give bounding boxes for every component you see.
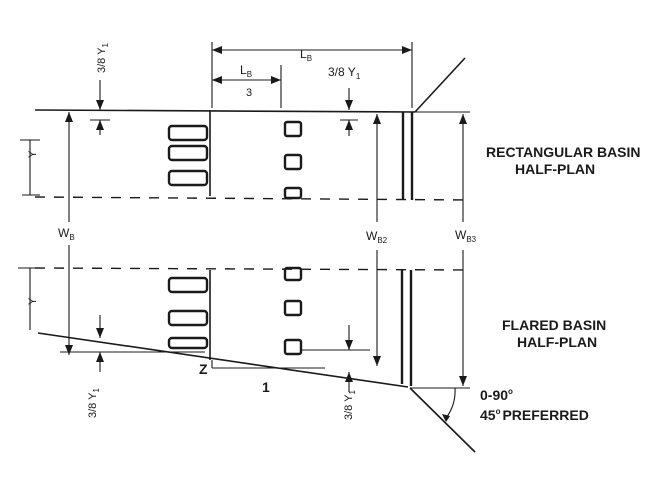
arrow xyxy=(373,356,381,366)
three-eighths-y1-label: 3/8 Y1 xyxy=(328,65,361,81)
rect-top-wall xyxy=(34,109,416,113)
lb-label: LB xyxy=(300,47,312,63)
baffle-block xyxy=(283,186,303,200)
chute-block xyxy=(167,169,209,187)
lb3-label: LB xyxy=(240,63,252,79)
baffle-block xyxy=(283,120,303,138)
arrow xyxy=(96,352,104,362)
arrow xyxy=(345,372,353,382)
arrow xyxy=(212,46,222,54)
baffle-block xyxy=(283,153,303,171)
rect-wingwall xyxy=(414,57,466,113)
baffle-block xyxy=(283,266,303,282)
arrow xyxy=(345,340,353,350)
wb3-label: WB3 xyxy=(455,228,477,244)
one-label: 1 xyxy=(262,379,270,395)
chute-block xyxy=(167,124,209,142)
arrow xyxy=(345,100,353,110)
flared-wall xyxy=(37,332,409,388)
lb3-denominator: 3 xyxy=(246,87,252,99)
flared-wingwall xyxy=(409,387,476,453)
flared-subtitle: HALF-PLAN xyxy=(517,334,597,350)
rectangular-title: RECTANGULAR BASIN xyxy=(486,144,641,160)
flared-title: FLARED BASIN xyxy=(502,317,606,333)
angle-arc xyxy=(445,387,456,419)
chute-block xyxy=(167,144,209,162)
wb-label: WB xyxy=(58,226,75,242)
y-label: Y xyxy=(27,150,39,158)
arrow xyxy=(96,100,104,110)
y-label: Y xyxy=(27,297,39,305)
three-eighths-y1-label: 3/8 Y1 xyxy=(96,43,110,74)
wb2-label: WB2 xyxy=(366,229,388,245)
arrow xyxy=(345,120,353,130)
arrow xyxy=(442,414,450,422)
arrow xyxy=(65,345,73,355)
arrow xyxy=(373,114,381,124)
arrow xyxy=(271,76,281,84)
rectangular-subtitle: HALF-PLAN xyxy=(515,161,595,177)
baffle-block xyxy=(283,338,303,356)
arrow xyxy=(96,328,104,338)
arrow xyxy=(459,376,467,386)
angle-range-label: 0-90o xyxy=(480,387,513,403)
three-eighths-y1-label: 3/8 Y1 xyxy=(87,388,101,419)
chute-block xyxy=(167,309,209,327)
rect-centerline xyxy=(34,196,471,201)
chute-block xyxy=(167,276,209,294)
baffle-block xyxy=(283,299,303,317)
arrow xyxy=(459,114,467,124)
chute-block xyxy=(167,336,209,350)
arrow xyxy=(402,46,412,54)
z-label: Z xyxy=(199,361,208,377)
arrow xyxy=(212,76,222,84)
arrow xyxy=(96,120,104,130)
three-eighths-y1-label: 3/8 Y1 xyxy=(343,390,357,421)
arrow xyxy=(65,112,73,122)
flared-centerline xyxy=(34,267,471,271)
